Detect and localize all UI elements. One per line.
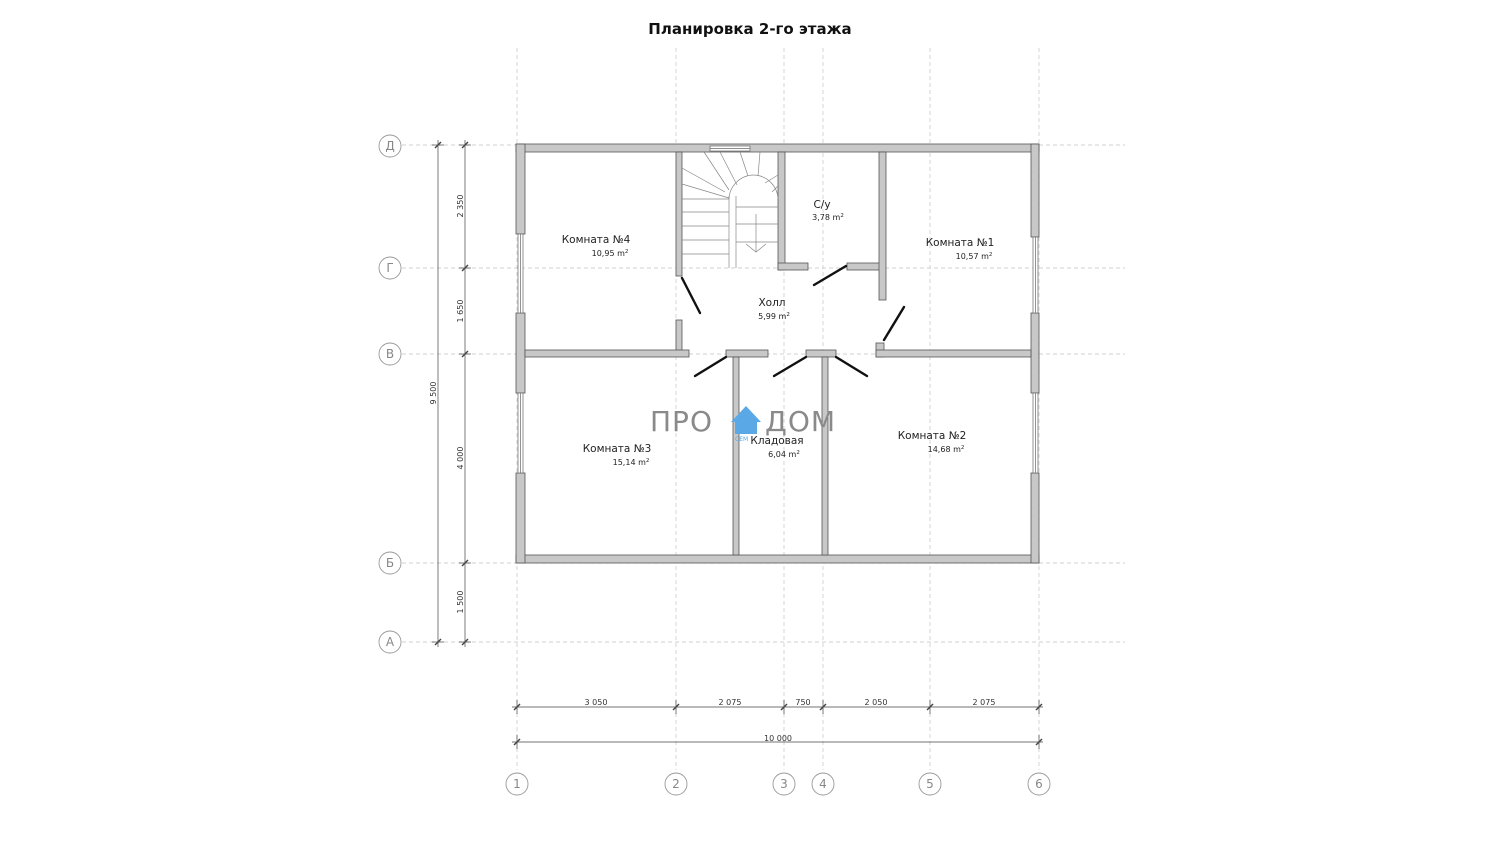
dim-v-3: 4 000 [456,447,465,470]
grid-lines [402,48,1125,770]
windows [517,145,1039,474]
axis-col-5: 5 [926,777,934,791]
axis-row-4: Б [386,556,394,570]
axis-rows: Д Г В Б А [378,134,402,654]
door-room4 [680,276,702,315]
room-labels: Комната №4 10,95 m2 С/у 3,78 m2 Комната … [562,199,995,467]
room1-name: Комната №1 [926,237,995,249]
outer-wall-right-1 [1030,143,1040,238]
outer-wall-top [515,143,1040,153]
storage-name: Кладовая [750,435,803,447]
axis-row-3: В [386,347,394,361]
logo-small-text: СЕМ [735,436,748,443]
dim-v-4: 1 500 [456,591,465,614]
staircase [681,151,779,268]
dim-h-4: 2 050 [865,698,888,707]
logo-watermark: ПРО ДОМ СЕМ [650,405,836,443]
hall-area: 5,99 m2 [758,312,790,321]
dim-h-5: 2 075 [973,698,996,707]
doors [680,264,906,378]
wall-room4-room3 [524,349,690,358]
room3-area: 15,14 m2 [613,458,650,467]
axis-col-6: 6 [1035,777,1043,791]
axis-columns: 1 2 3 4 5 6 [505,772,1051,796]
wall-bath-bottom-left [777,262,809,271]
axis-row-5: А [386,635,395,649]
wall-bath-bottom-right [846,262,881,271]
dim-v-1: 2 350 [456,195,465,218]
outer-wall-right-2 [1030,312,1040,394]
door-bath [812,264,848,287]
hall-name: Холл [758,297,785,309]
logo-text-left: ПРО [650,405,713,438]
room1-area: 10,57 m2 [956,252,993,261]
wall-stairs-bath [777,151,786,271]
axis-col-2: 2 [672,777,680,791]
axis-col-1: 1 [513,777,521,791]
walls [515,143,1040,564]
door-storage [772,355,808,378]
logo-text-right: ДОМ [765,405,836,438]
axis-row-2: Г [386,261,393,275]
axis-col-3: 3 [780,777,788,791]
room2-area: 14,68 m2 [928,445,965,454]
wall-room4-stairs [675,151,683,277]
dim-v-total: 9 500 [429,382,438,405]
wall-storage-room2 [821,356,829,556]
wall-hall-storage-right [805,349,837,358]
axis-col-4: 4 [819,777,827,791]
outer-wall-bottom [515,554,1040,564]
wall-room1-room2 [875,349,1032,358]
dim-h-2: 2 075 [719,698,742,707]
wall-room3-storage [732,356,740,556]
storage-area: 6,04 m2 [768,450,800,459]
wall-hall-storage-left [725,349,769,358]
door-room2 [834,355,869,378]
bath-name: С/у [813,199,830,211]
dim-h-1: 3 050 [585,698,608,707]
dim-v-2: 1 650 [456,300,465,323]
horizontal-dimension-texts: 3 050 2 075 750 2 050 2 075 10 000 [585,698,996,743]
outer-wall-left-3 [515,472,526,564]
wall-bath-room1 [878,151,887,301]
house-icon [731,406,761,434]
vertical-dimensions [432,140,471,647]
horizontal-dimensions [512,700,1043,749]
plan-title: Планировка 2-го этажа [648,20,852,38]
outer-wall-left-1 [515,143,526,235]
dim-h-3: 750 [795,698,810,707]
room3-name: Комната №3 [583,443,652,455]
axis-row-1: Д [385,139,394,153]
outer-wall-right-3 [1030,472,1040,564]
vertical-dimension-texts: 2 350 1 650 4 000 1 500 9 500 [429,195,465,614]
outer-wall-left-2 [515,312,526,394]
room2-name: Комната №2 [898,430,967,442]
door-room1 [882,305,906,342]
room4-name: Комната №4 [562,234,631,246]
bath-area: 3,78 m2 [812,213,844,222]
dim-h-total: 10 000 [764,734,792,743]
door-room3 [693,355,728,378]
room4-area: 10,95 m2 [592,249,629,258]
